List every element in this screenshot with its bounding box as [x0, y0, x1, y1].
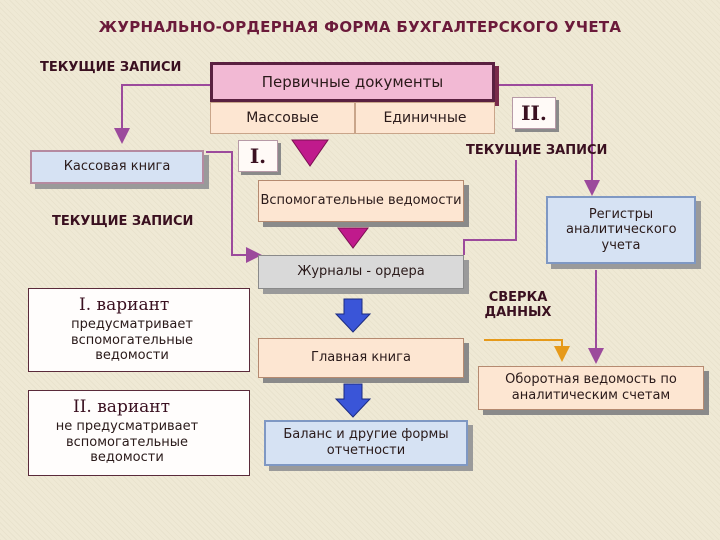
arrow-down-magenta-1: [291, 139, 329, 167]
node-journal-orders-label: Журналы - ордера: [297, 264, 425, 280]
node-journal-orders: Журналы - ордера: [258, 255, 464, 289]
link-cashbook-to-journals: [206, 151, 262, 263]
node-turnover-statement: Оборотная ведомость по аналитическим сче…: [478, 366, 704, 410]
link-registers-to-journals: [463, 160, 517, 255]
node-turnover-statement-label: Оборотная ведомость по аналитическим сче…: [505, 372, 677, 403]
link-primary-to-registers: [493, 84, 600, 196]
node-general-ledger: Главная книга: [258, 338, 464, 378]
link-reconciliation: [484, 339, 570, 362]
node-cash-book-label: Кассовая книга: [63, 159, 171, 175]
label-current-records-left: ТЕКУЩИЕ ЗАПИСИ: [52, 214, 194, 229]
node-cash-book: Кассовая книга: [30, 150, 204, 184]
node-mass: Массовые: [210, 102, 355, 134]
node-single-label: Единичные: [383, 109, 467, 126]
variant-one-title: I. вариант: [79, 295, 170, 315]
node-balance: Баланс и другие формы отчетности: [264, 420, 468, 466]
label-current-records-right: ТЕКУЩИЕ ЗАПИСИ: [466, 143, 608, 158]
variant-two-title: II. вариант: [73, 397, 171, 417]
marker-roman-one: I.: [238, 140, 278, 172]
node-primary-documents: Первичные документы: [210, 62, 495, 102]
node-analytic-registers-label: Регистры аналитического учета: [566, 206, 677, 253]
node-primary-documents-label: Первичные документы: [261, 73, 444, 91]
node-general-ledger-label: Главная книга: [311, 350, 411, 366]
variant-one-text: предусматривает вспомогательные ведомост…: [70, 317, 194, 364]
arrow-down-magenta-2: [337, 227, 369, 249]
node-single: Единичные: [355, 102, 495, 134]
arrow-down-blue-2: [334, 383, 372, 418]
arrow-down-blue-1: [334, 298, 372, 333]
marker-roman-two: II.: [512, 97, 556, 129]
link-primary-to-cashbook: [114, 84, 210, 144]
node-mass-label: Массовые: [246, 109, 319, 126]
marker-roman-one-label: I.: [249, 144, 267, 168]
node-aux-statements-label: Вспомогательные ведомости: [260, 193, 462, 209]
diagram-title: ЖУРНАЛЬНО-ОРДЕРНАЯ ФОРМА БУХГАЛТЕРСКОГО …: [98, 18, 622, 36]
marker-roman-two-label: II.: [521, 101, 547, 125]
node-analytic-registers: Регистры аналитического учета: [546, 196, 696, 264]
label-current-records-top: ТЕКУЩИЕ ЗАПИСИ: [40, 60, 182, 75]
node-balance-label: Баланс и другие формы отчетности: [283, 427, 449, 458]
label-reconciliation: СВЕРКА ДАННЫХ: [484, 290, 552, 320]
variant-one-block: I. вариант предусматривает вспомогательн…: [28, 288, 250, 372]
variant-two-block: II. вариант не предусматривает вспомогат…: [28, 390, 250, 476]
node-aux-statements: Вспомогательные ведомости: [258, 180, 464, 222]
variant-two-text: не предусматривает вспомогательные ведом…: [55, 419, 199, 466]
